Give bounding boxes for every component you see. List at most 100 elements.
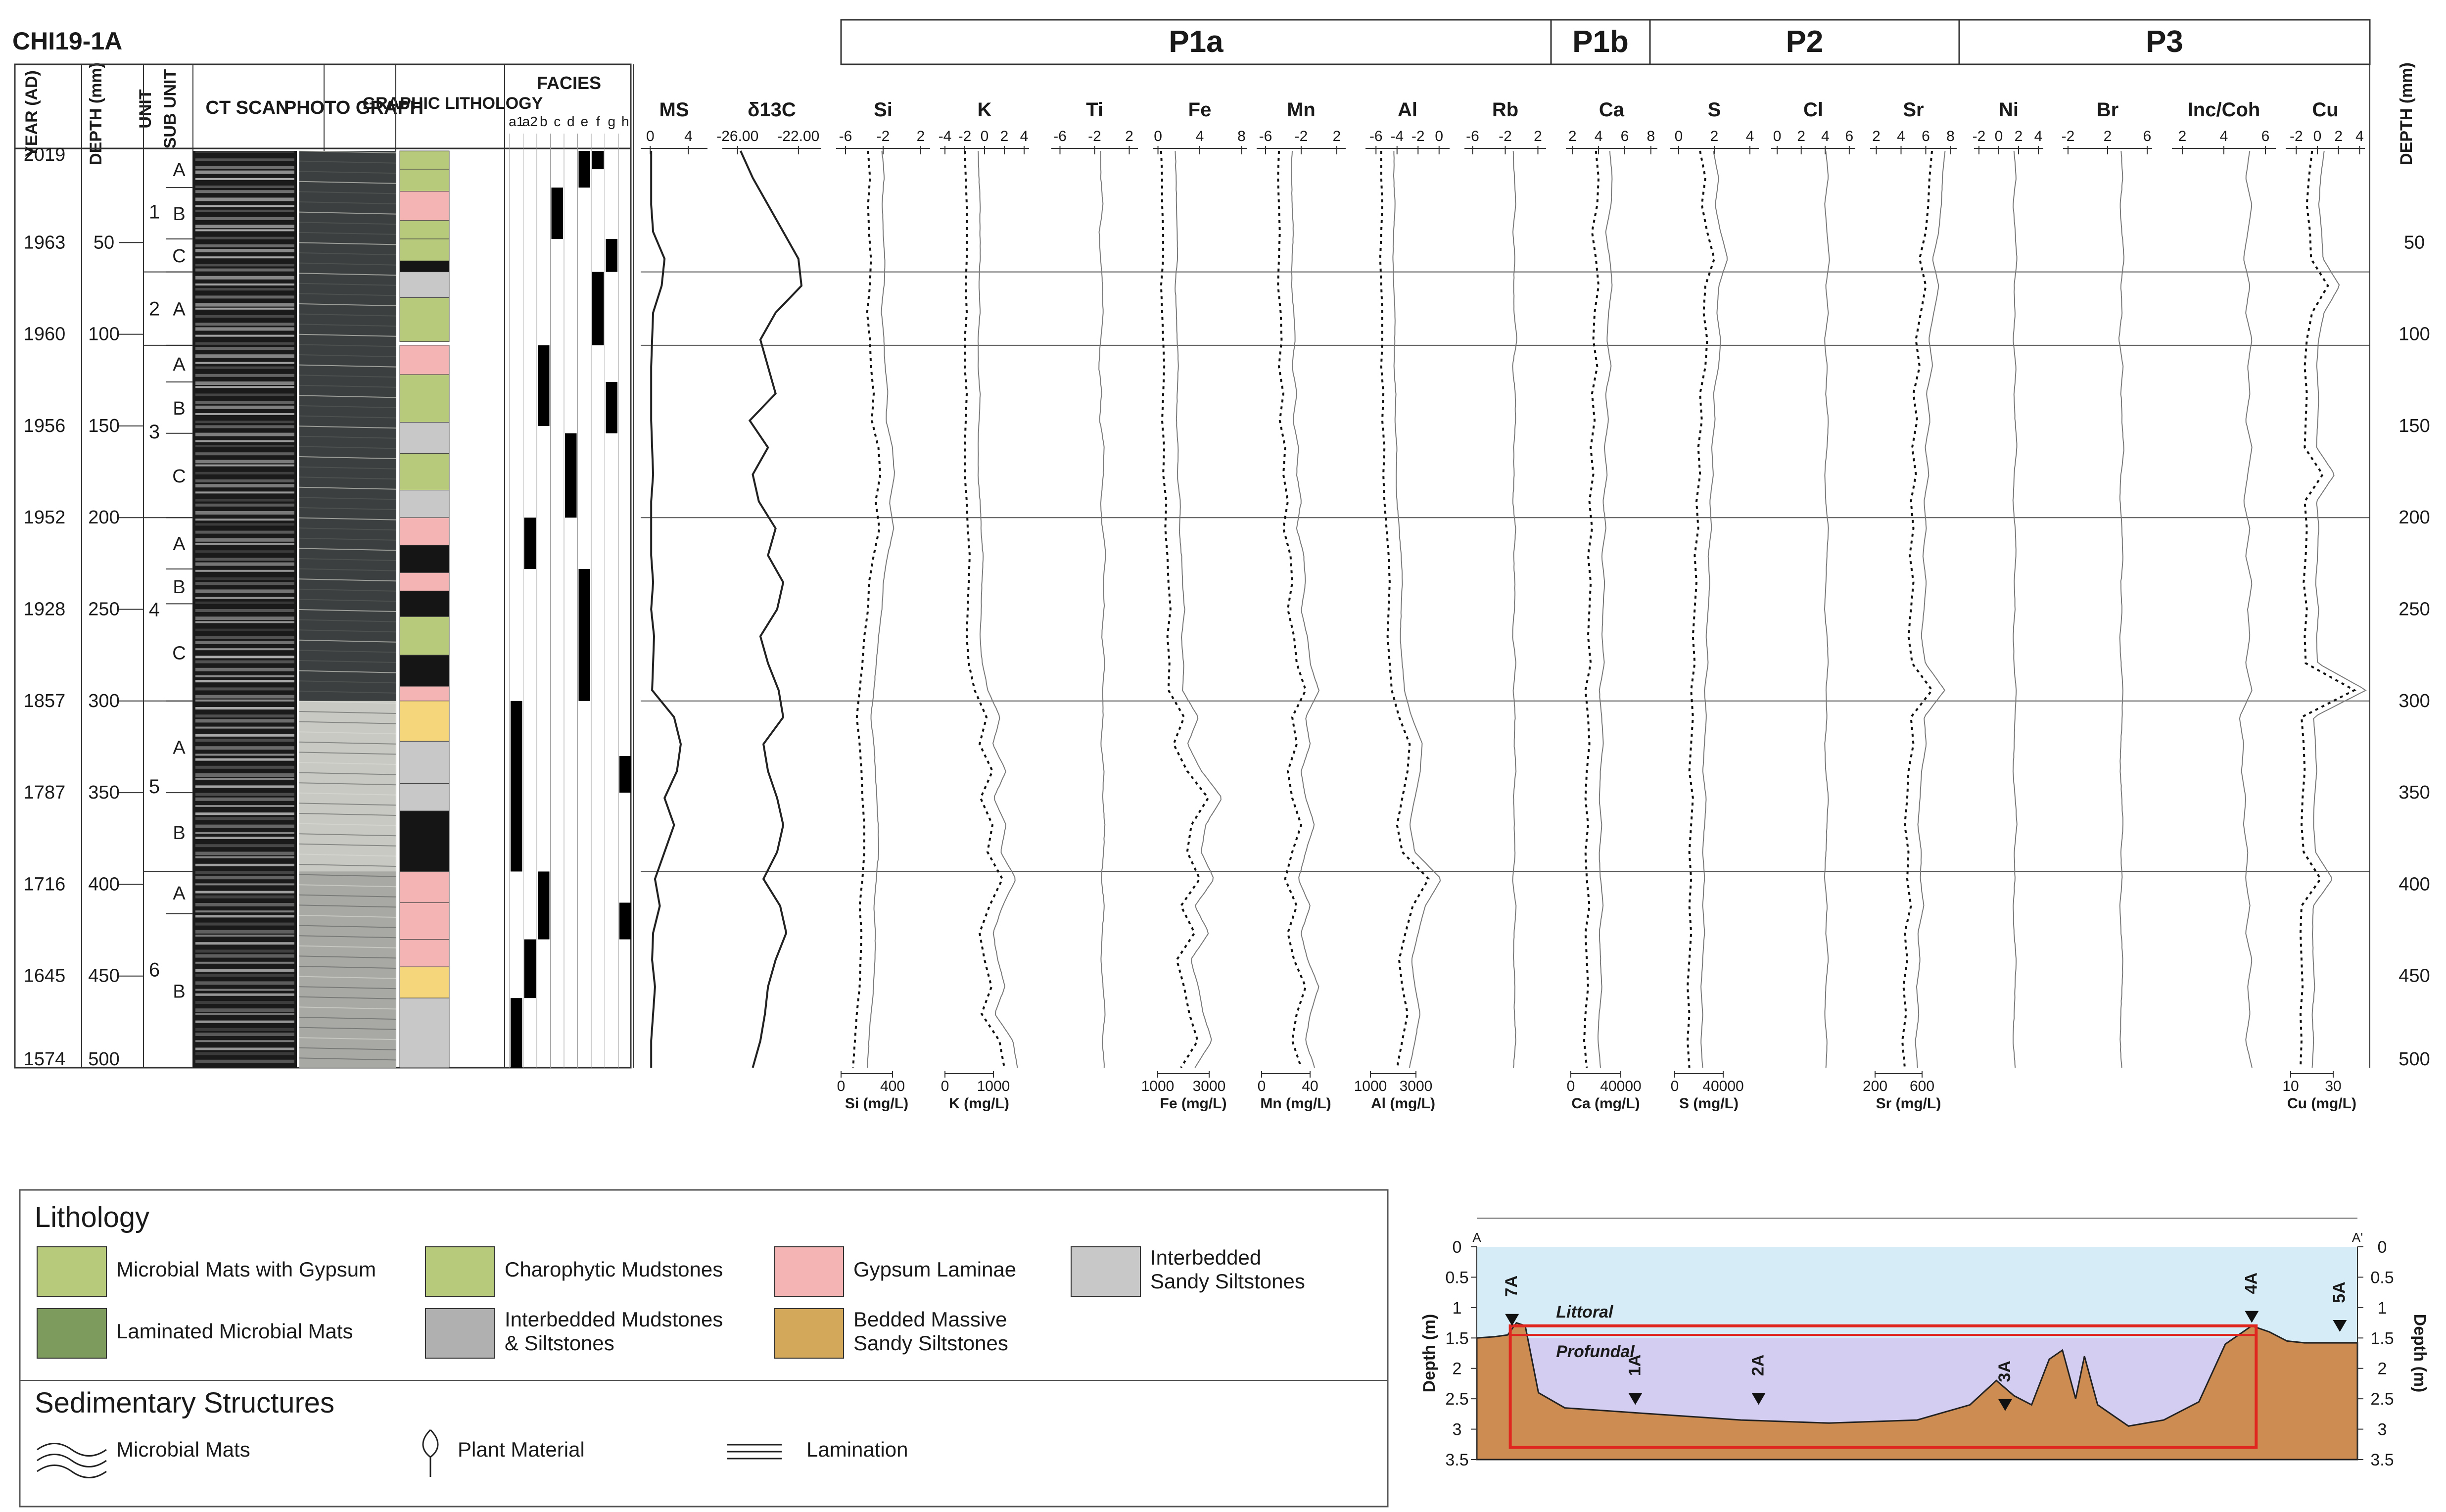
ct-scan-band (195, 374, 294, 377)
facies-letter: f (596, 114, 600, 129)
core-photo-lamina (299, 384, 396, 388)
track-title-13: Ni (1999, 99, 2019, 121)
core-photo-lamina (299, 507, 396, 510)
conc-tick-label: 400 (880, 1078, 905, 1094)
ct-scan-band (195, 844, 294, 848)
core-photo-lamina (299, 283, 396, 286)
ct-scan-band (195, 460, 294, 464)
core-photo-lamina (299, 395, 396, 398)
ct-scan-band (195, 1052, 294, 1055)
track-tick-label: 2 (1568, 128, 1577, 144)
ct-scan-band (195, 158, 294, 161)
ct-scan-band (195, 687, 294, 691)
depth-tick-label-left: 150 (88, 416, 119, 436)
structure-legend-label: Lamination (806, 1438, 908, 1461)
ct-scan-band (195, 883, 294, 886)
facies-block (538, 345, 550, 426)
ct-scan-band (195, 562, 294, 566)
track-tick-label: -6 (1259, 128, 1272, 144)
track-tick-label: 6 (1845, 128, 1854, 144)
track-tick-label: -22.00 (777, 128, 819, 144)
ct-scan-band (195, 746, 294, 750)
core-photo-lamina (299, 405, 396, 408)
ct-scan-band (195, 170, 294, 174)
ct-scan-band (195, 856, 294, 858)
ct-scan-band (195, 362, 294, 364)
core-photo-lamina (299, 803, 396, 806)
study-area-box (1508, 1324, 2258, 1449)
facies-letter: e (580, 114, 588, 129)
depth-tick-label-left: 100 (88, 324, 119, 345)
core-photo-lamina (299, 222, 396, 225)
core-photo-lamina (299, 721, 396, 724)
ct-scan-band (195, 484, 294, 488)
track-tick-label: -2 (877, 128, 890, 144)
ct-scan-band (195, 284, 294, 285)
track-tick-label: -2 (1411, 128, 1425, 144)
facies-block (524, 939, 536, 998)
ct-scan-band (195, 327, 294, 331)
conc-tick-label: 1000 (1141, 1078, 1175, 1094)
ct-scan-band (195, 558, 294, 561)
lithology-bed (399, 453, 450, 491)
group-label: P2 (1786, 25, 1824, 59)
core-photo-lamina (299, 527, 396, 531)
track-tick-label: -26.00 (716, 128, 758, 144)
ct-scan-band (195, 989, 294, 991)
structures-legend-title: Sedimentary Structures (35, 1387, 334, 1419)
core-photo-lamina (299, 711, 396, 714)
ct-scan-band (195, 832, 294, 834)
core-photo-lamina (299, 486, 396, 490)
depth-tick-label-left: 500 (88, 1049, 119, 1070)
track-title-9: Ca (1599, 99, 1625, 121)
ct-scan-band (195, 778, 294, 780)
facies-letter: h (621, 114, 629, 129)
ct-scan-band (195, 824, 294, 828)
lithology-bed (399, 939, 450, 967)
facies-block (511, 701, 522, 872)
core-photo-lamina (299, 782, 396, 786)
ct-scan-band (195, 440, 294, 442)
core-photo-lamina (299, 364, 396, 368)
core-photo-lamina (299, 476, 396, 480)
ct-scan-band (195, 413, 294, 415)
ct-scan-band (195, 871, 294, 874)
conc-tick-label: 0 (1258, 1078, 1266, 1094)
track-tick-label: -2 (2290, 128, 2303, 144)
core-photo-lower-section (299, 871, 396, 1068)
track-tick-label: 2 (1333, 128, 1341, 144)
facies-header: FACIES (537, 73, 601, 93)
depth-header-right: DEPTH (mm) (2397, 62, 2416, 165)
depth-tick-label-right: 350 (2399, 782, 2430, 803)
track-tick-label: -2 (958, 128, 972, 144)
track-tick-label: 0 (1773, 128, 1782, 144)
core-photo-lamina (299, 915, 396, 918)
depth-tick-label-right: 450 (2399, 966, 2430, 987)
core-site-label: 1A (1625, 1355, 1644, 1376)
subunit-label: A (173, 883, 186, 904)
core-photo-lamina (299, 181, 396, 184)
core-photo-lamina (299, 333, 396, 337)
facies-letter: d (567, 114, 575, 129)
track-tick-label: 2 (1872, 128, 1881, 144)
facies-block (551, 188, 563, 239)
track-title-11: Cl (1803, 99, 1823, 121)
core-photo-lamina (299, 1057, 396, 1061)
lithology-bed (399, 590, 450, 617)
track-tick-label: -4 (939, 128, 952, 144)
facies-block (578, 568, 590, 701)
depth-tick-label-right: 500 (2399, 1049, 2430, 1070)
ct-scan-band (195, 903, 294, 906)
ct-scan-band (195, 401, 294, 404)
core-photo-lamina (299, 517, 396, 520)
core-photo-lamina (299, 772, 396, 775)
conc-tick-label: 0 (837, 1078, 846, 1094)
lithology-legend-label: Microbial Mats with Gypsum (116, 1258, 376, 1281)
ct-scan-band (195, 538, 294, 542)
year-tick-label: 1956 (24, 416, 66, 436)
ct-scan-band (195, 264, 294, 267)
ct-scan-band (195, 1028, 294, 1031)
core-photo-lamina (299, 762, 396, 765)
ct-scan-band (195, 601, 294, 604)
ct-scan-band (195, 303, 294, 307)
